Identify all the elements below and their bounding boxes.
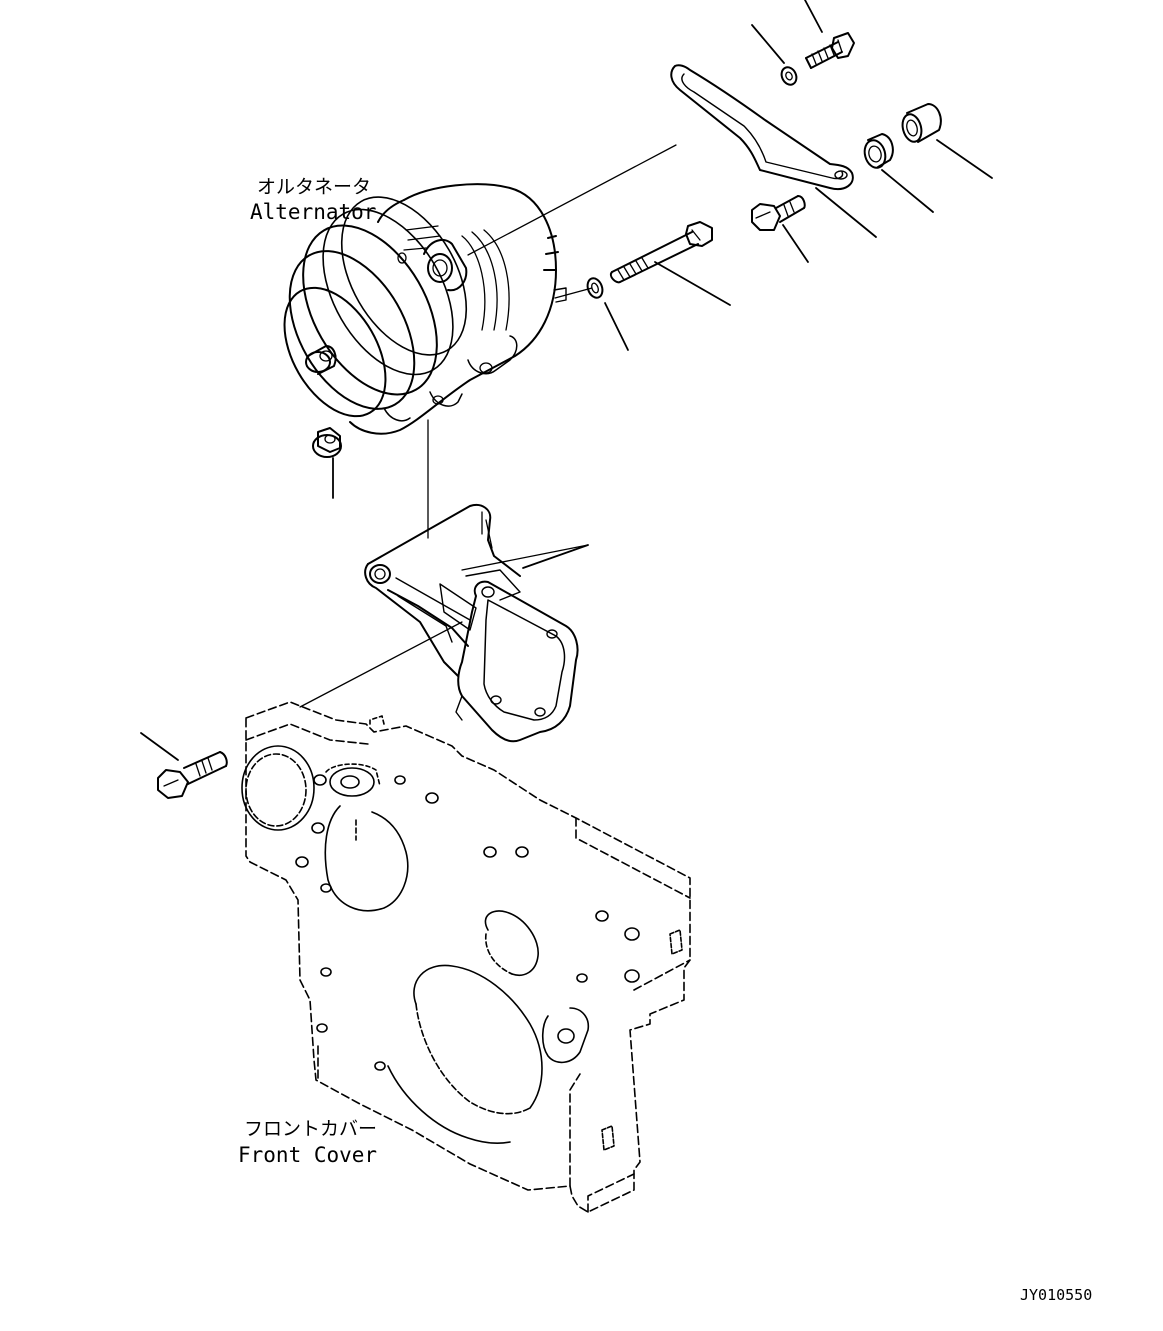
leader-line-mid-bolt (783, 225, 808, 262)
leader-line-washer (605, 303, 628, 350)
upper-washer (779, 65, 799, 87)
drawing-code: JY010550 (1020, 1286, 1092, 1304)
bushing-large (900, 104, 941, 144)
leader-line-bush-small (882, 170, 933, 212)
leader-line-upper-washer (752, 25, 784, 63)
leader-line-upper-bolt (805, 0, 822, 32)
alternator-body (264, 176, 566, 434)
upper-bolt (806, 33, 854, 68)
alternator-label-jp: オルタネータ (257, 176, 371, 198)
leader-line-lower-bolt (141, 733, 178, 760)
long-bolt (611, 222, 712, 282)
lower-flange-bolt (158, 752, 227, 798)
leader-line-mount-bracket (523, 545, 588, 568)
front-cover-label-jp: フロントカバー (244, 1118, 377, 1140)
middle-flange-bolt (752, 196, 805, 230)
flange-nut (313, 428, 341, 457)
front-cover-details (242, 716, 682, 1150)
leader-line-bracket-plate (816, 188, 876, 237)
front-cover-label-en: Front Cover (238, 1143, 377, 1167)
assembly-reference-lines (300, 145, 676, 707)
bushing-small (862, 134, 893, 170)
front-cover (246, 702, 690, 1212)
adjust-bracket-plate (671, 65, 853, 189)
washer (585, 276, 605, 300)
alternator-mounting-bracket (365, 505, 577, 741)
leader-line-long-bolt (655, 262, 730, 305)
leader-line-bush-large (937, 140, 992, 178)
part-leader-lines (141, 0, 992, 760)
alternator-label-en: Alternator (250, 200, 376, 224)
